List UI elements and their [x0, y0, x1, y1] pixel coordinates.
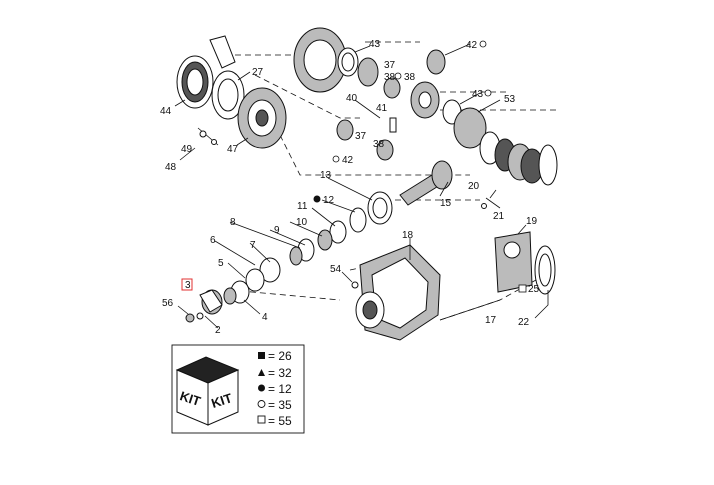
- callout-12: 12: [323, 195, 335, 206]
- callout-17: 17: [485, 315, 497, 326]
- callout-22: 22: [518, 317, 530, 328]
- flange-47: [237, 87, 287, 149]
- housing-fragment: [209, 35, 236, 69]
- callout-11: 11: [297, 201, 308, 212]
- open-square-icon: [257, 415, 266, 424]
- callout-56: 56: [162, 298, 174, 309]
- callout-18: 18: [402, 230, 414, 241]
- callout-44: 44: [160, 106, 172, 117]
- kit-word-right: KIT: [209, 390, 234, 411]
- leader-17-line: [439, 299, 501, 321]
- callout-49: 49: [181, 144, 193, 155]
- callout-13: 13: [320, 170, 332, 181]
- open-circle-icon: [257, 400, 266, 408]
- legend-text-35: = 35: [268, 398, 292, 412]
- callout-9: 9: [274, 225, 280, 236]
- legend-text-32: = 32: [268, 366, 292, 380]
- callout-10: 10: [296, 217, 308, 228]
- callout-43-a: 43: [369, 39, 381, 50]
- callout-6: 6: [210, 235, 216, 246]
- callout-2: 2: [215, 325, 221, 336]
- callout-19: 19: [526, 216, 538, 227]
- callout-38-b: 38: [404, 72, 416, 83]
- crown-wheel: [293, 27, 347, 93]
- callout-42-b: 42: [342, 155, 354, 166]
- ring-22: [534, 245, 556, 295]
- callout-20: 20: [468, 181, 480, 192]
- open-circle-marker: [479, 40, 487, 48]
- nut-56: [185, 312, 204, 323]
- pinion-shaft-15: [399, 160, 453, 206]
- callout-53: 53: [504, 94, 516, 105]
- leader-22-line: [534, 290, 549, 319]
- bearing-13: [367, 191, 393, 225]
- callout-41: 41: [376, 103, 388, 114]
- side-gear-41: [410, 81, 440, 119]
- kit-cube-icon: [175, 356, 240, 426]
- filled-triangle-icon: [258, 369, 265, 376]
- gear-38-top: [383, 77, 401, 99]
- gear-cross-pin: [336, 99, 397, 161]
- seal-stack: [223, 207, 367, 305]
- open-circle-marker: [394, 72, 402, 80]
- callout-25: 25: [528, 284, 540, 295]
- bearing-44: [176, 55, 214, 109]
- callout-15: 15: [440, 198, 452, 209]
- kit-legend-box: KIT KIT = 26 = 32 = 12 = 35 = 55: [171, 344, 305, 434]
- callout-38-a: 38: [384, 72, 396, 83]
- callout-42-a: 42: [466, 40, 478, 51]
- ring-43: [337, 47, 359, 77]
- callout-3-highlight: [181, 278, 193, 291]
- callout-40: 40: [346, 93, 358, 104]
- open-circle-marker: [332, 155, 340, 163]
- callout-38-c: 38: [373, 139, 385, 150]
- callout-4: 4: [262, 312, 268, 323]
- leader-lines: [174, 43, 527, 329]
- filled-circle-marker: [313, 195, 321, 203]
- yoke-3: [199, 289, 223, 315]
- open-circle-marker: [484, 89, 492, 97]
- open-square-marker: [518, 284, 527, 293]
- gear-37: [357, 57, 379, 87]
- callout-labels: 2 3 4 5 6 7 8 9 10 11 12 13 15 17 18 19 …: [160, 39, 540, 336]
- callout-54: 54: [330, 264, 342, 275]
- callout-37-b: 37: [355, 131, 367, 142]
- filled-square-icon: [258, 352, 265, 359]
- callout-47: 47: [227, 144, 239, 155]
- callout-48: 48: [165, 162, 177, 173]
- bracket-19: [494, 231, 533, 293]
- callout-37-a: 37: [384, 60, 396, 71]
- callout-3: 3: [185, 280, 191, 291]
- callout-27: 27: [252, 67, 264, 78]
- bolt-48-49: [197, 127, 219, 146]
- axle-housing-18: [351, 244, 441, 341]
- callout-21: 21: [493, 211, 505, 222]
- callout-8: 8: [230, 217, 236, 228]
- callout-7: 7: [250, 240, 256, 251]
- kit-word-left: KIT: [178, 388, 203, 409]
- legend-text-55: = 55: [268, 414, 292, 428]
- legend-text-12: = 12: [268, 382, 292, 396]
- callout-43-b: 43: [472, 89, 484, 100]
- legend-text-26: = 26: [268, 349, 292, 363]
- bearing-cup-27: [211, 70, 245, 120]
- callout-5: 5: [218, 258, 224, 269]
- spider-42: [426, 49, 446, 75]
- pack-53: [453, 107, 558, 186]
- bolt-20-21: [481, 197, 501, 209]
- filled-circle-icon: [258, 384, 265, 392]
